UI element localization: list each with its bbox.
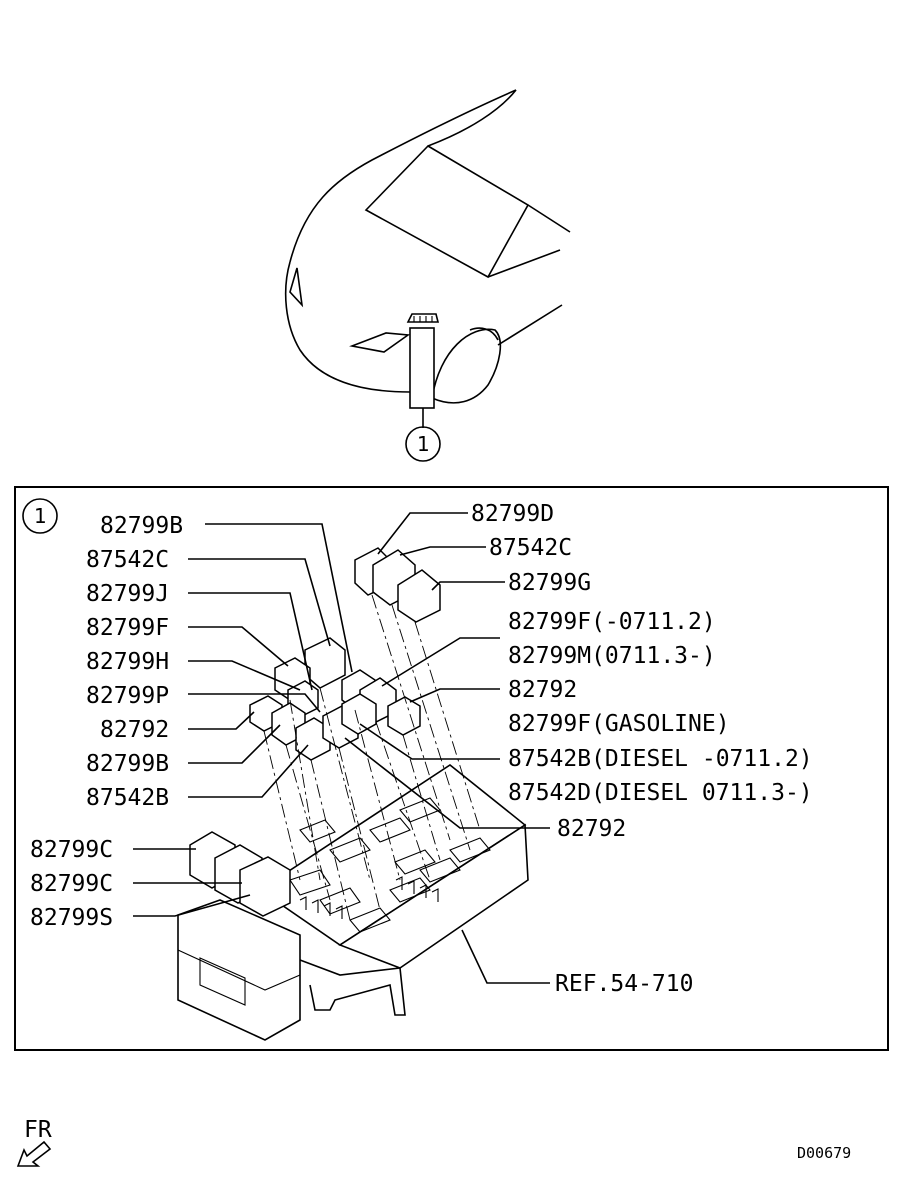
label-82799C-1: 82799C bbox=[30, 837, 113, 863]
label-82799S: 82799S bbox=[30, 905, 113, 931]
label-82799C-2: 82799C bbox=[30, 871, 113, 897]
label-82799B-top: 82799B bbox=[100, 513, 183, 539]
leader-lines bbox=[133, 512, 550, 984]
detail-circle: 1 bbox=[22, 498, 58, 534]
front-arrow-icon bbox=[16, 1140, 52, 1167]
callout-number: 1 bbox=[417, 432, 430, 456]
relay-82799F-gas bbox=[341, 693, 377, 735]
label-87542B-diesel: 87542B(DIESEL -0711.2) bbox=[508, 746, 813, 772]
label-82792-bottom: 82792 bbox=[557, 816, 626, 842]
relay-87542C-left bbox=[304, 637, 346, 689]
car-outline bbox=[284, 89, 571, 404]
label-87542C-left: 87542C bbox=[86, 547, 169, 573]
relay-82799S bbox=[239, 856, 291, 917]
label-82792-right: 82792 bbox=[508, 677, 577, 703]
label-87542B-left: 87542B bbox=[86, 785, 169, 811]
relay-box-location-icon bbox=[406, 313, 440, 428]
label-82799F-left: 82799F bbox=[86, 615, 169, 641]
label-82799B-low: 82799B bbox=[86, 751, 169, 777]
label-82799F-gasoline: 82799F(GASOLINE) bbox=[508, 711, 730, 737]
label-82799M: 82799M(0711.3-) bbox=[508, 643, 716, 669]
relay-82799G bbox=[397, 569, 441, 623]
label-82799J: 82799J bbox=[86, 581, 169, 607]
label-82799H: 82799H bbox=[86, 649, 169, 675]
front-indicator-label: FR bbox=[24, 1117, 52, 1143]
detail-frame bbox=[14, 486, 889, 1051]
label-87542C-right: 87542C bbox=[489, 535, 572, 561]
label-ref: REF.54-710 bbox=[555, 971, 693, 997]
drawing-code: D00679 bbox=[797, 1144, 851, 1162]
assembly-guides bbox=[263, 594, 481, 921]
callout-circle: 1 bbox=[405, 426, 441, 462]
label-82792-left: 82792 bbox=[100, 717, 169, 743]
detail-number: 1 bbox=[34, 504, 47, 528]
front-indicator: FR bbox=[16, 1117, 52, 1167]
label-82799F-0711: 82799F(-0711.2) bbox=[508, 609, 716, 635]
label-87542D-diesel: 87542D(DIESEL 0711.3-) bbox=[508, 780, 813, 806]
label-82799D: 82799D bbox=[471, 501, 554, 527]
part-labels: 82799B 87542C 82799J 82799F 82799H 82799… bbox=[30, 501, 813, 997]
label-82799G: 82799G bbox=[508, 570, 591, 596]
relay-box-body bbox=[177, 764, 529, 1041]
relays bbox=[189, 547, 441, 917]
label-82799P: 82799P bbox=[86, 683, 169, 709]
relay-82792-right bbox=[387, 696, 421, 736]
